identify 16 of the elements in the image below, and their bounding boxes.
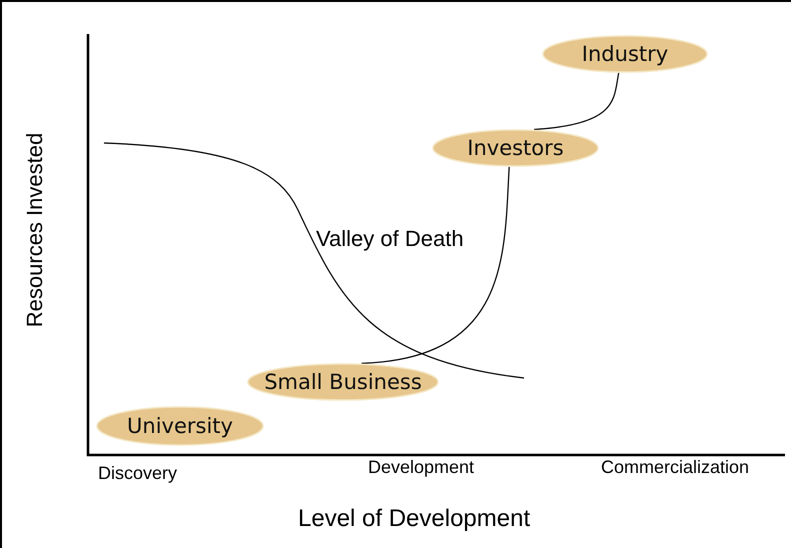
axis-tick-label: Development xyxy=(368,457,474,478)
axis-tick-label: Commercialization xyxy=(601,457,750,478)
stage-label: Industry xyxy=(582,42,668,66)
growth-curve xyxy=(534,72,620,130)
stage-ellipse xyxy=(432,129,599,167)
axis-title: Level of Development xyxy=(298,505,530,533)
stage-label: University xyxy=(127,414,233,438)
stage-ellipse xyxy=(96,406,264,446)
annotation-text: Valley of Death xyxy=(316,226,464,252)
stage-ellipse xyxy=(247,363,439,401)
axis-title: Resources Invested xyxy=(22,132,48,328)
growth-curve xyxy=(362,166,510,364)
stage-label: Small Business xyxy=(264,370,422,394)
axis-tick-label: Discovery xyxy=(98,463,178,484)
stage-label: Investors xyxy=(467,136,564,160)
stage-ellipse xyxy=(542,35,708,73)
